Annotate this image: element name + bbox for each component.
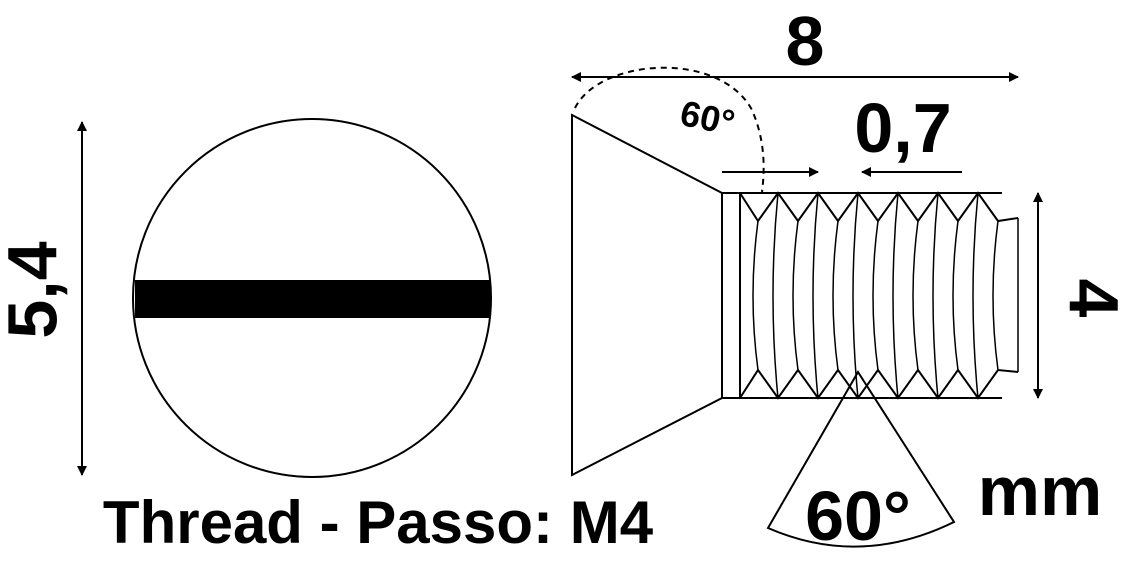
- head-angle-annotation: 60°: [574, 66, 765, 193]
- screw-head-top-view: [132, 118, 492, 478]
- head-angle-arc: [574, 66, 765, 193]
- thread-diameter-dimension: 4: [1033, 192, 1131, 399]
- thread-diameter-label: 4: [1055, 279, 1131, 318]
- head-slot: [135, 280, 491, 318]
- head-angle-label: 60°: [677, 92, 739, 143]
- thread-angle-sector: [766, 370, 956, 548]
- head-diameter-dimension: 5,4: [0, 121, 87, 476]
- head-diameter-label: 5,4: [0, 241, 71, 338]
- screw-side-view: [571, 113, 1019, 477]
- total-length-dimension: 8: [571, 2, 1019, 82]
- countersunk-head: [571, 113, 723, 477]
- thread-crest-lines: [752, 192, 1019, 399]
- thread-angle-annotation: 60°: [766, 370, 956, 555]
- pitch-dimension: 0,7: [722, 89, 962, 177]
- thread-angle-label: 60°: [805, 477, 911, 555]
- pitch-label: 0,7: [854, 89, 951, 167]
- unit-label: mm: [978, 452, 1102, 530]
- caption: Thread - Passo: M4: [103, 489, 654, 556]
- total-length-label: 8: [786, 2, 825, 80]
